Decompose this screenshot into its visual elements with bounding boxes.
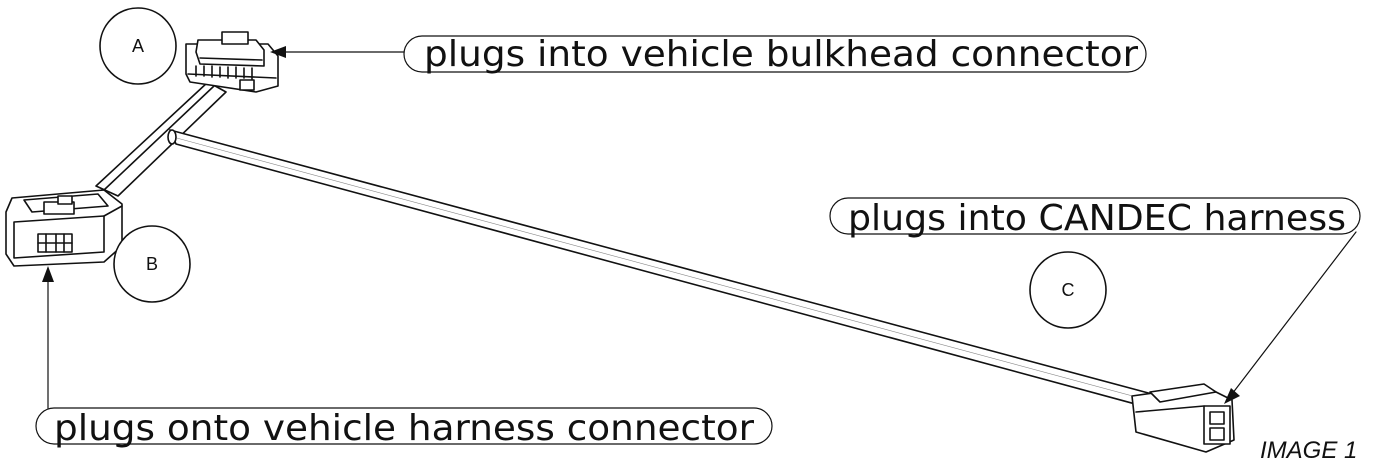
cable-to-c [167,129,1153,409]
marker-b: B [113,225,191,303]
callout-b-text: plugs onto vehicle harness connector [54,408,754,449]
connector-c [1131,383,1235,453]
marker-a-label: A [132,36,144,56]
connector-b [5,189,123,267]
connector-a [185,31,279,93]
marker-c-label: C [1062,280,1075,300]
callout-b: plugs onto vehicle harness connector [35,407,773,449]
callout-c-text: plugs into CANDEC harness [848,198,1346,239]
cable-a-to-b [95,81,227,197]
marker-a: A [99,7,177,85]
callout-a: plugs into vehicle bulkhead connector [403,34,1147,75]
marker-b-label: B [146,254,158,274]
callout-c: plugs into CANDEC harness [829,197,1361,239]
leader-c [1224,231,1357,404]
image-caption: IMAGE 1 [1260,437,1357,464]
callout-a-text: plugs into vehicle bulkhead connector [424,34,1138,75]
leader-a [270,46,411,58]
marker-c: C [1029,251,1107,329]
leader-b [42,266,54,409]
